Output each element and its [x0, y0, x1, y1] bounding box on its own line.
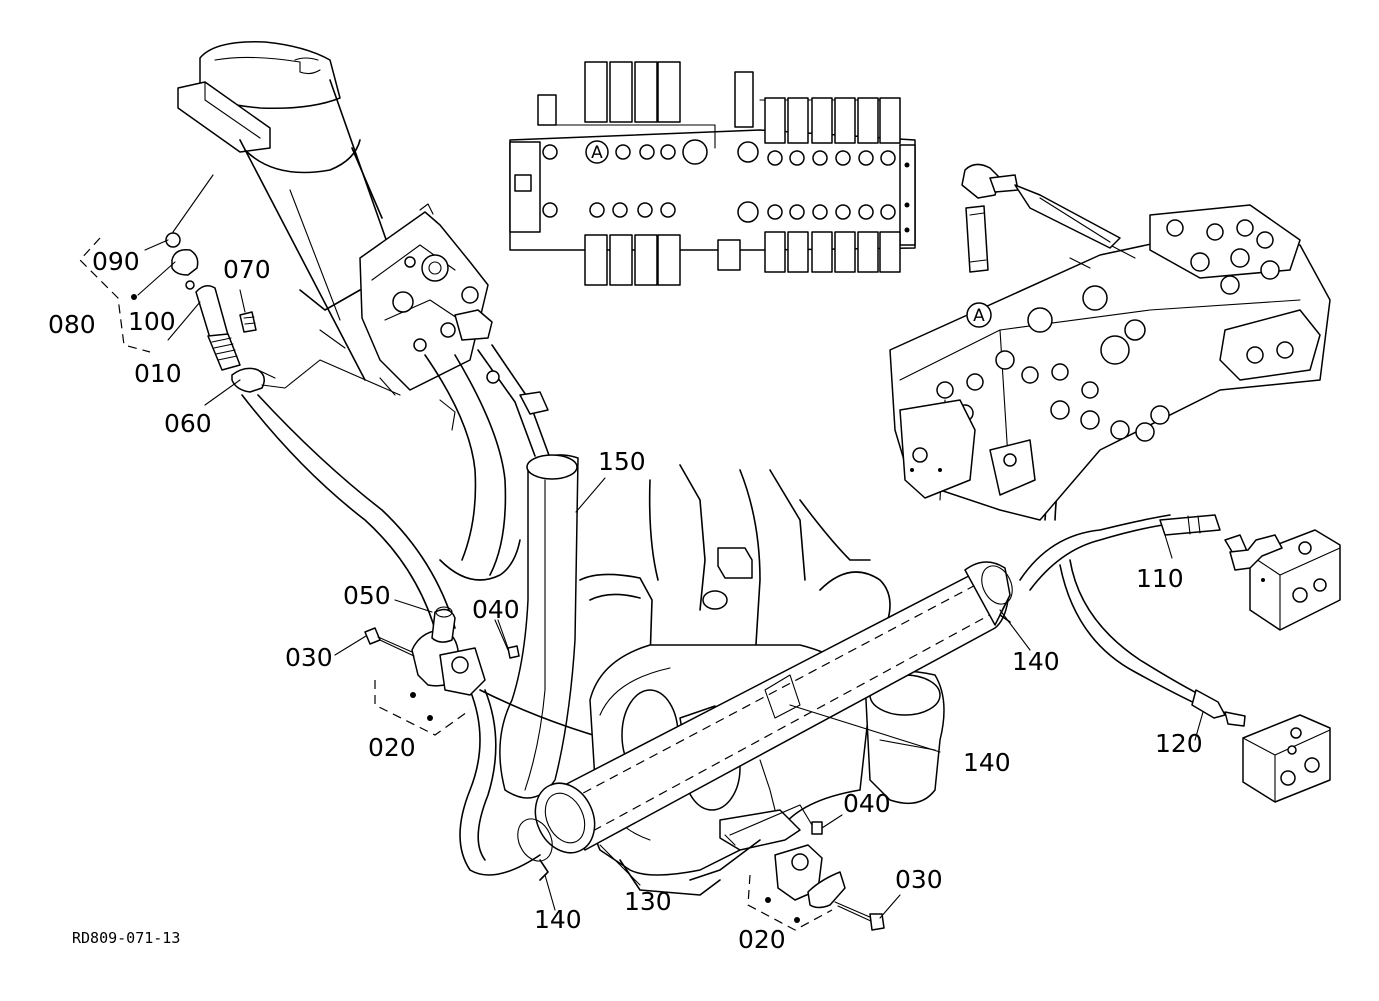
control-valve-isometric: A	[889, 163, 1331, 521]
boom-arm-structure	[177, 41, 551, 581]
drawing-reference: RD809-071-13	[72, 929, 180, 947]
detail-marker-a-side: A	[973, 306, 985, 326]
fitting-group-080	[79, 174, 401, 396]
label-140-bottom: 140	[534, 905, 582, 934]
label-150: 150	[598, 447, 646, 476]
label-130: 130	[624, 887, 672, 916]
label-020-right: 020	[738, 925, 786, 954]
label-030-left: 030	[285, 643, 333, 672]
detail-marker-a-top: A	[591, 143, 603, 163]
label-040-left: 040	[472, 595, 520, 624]
clamp-assembly-left	[364, 606, 520, 736]
label-100: 100	[128, 307, 176, 336]
label-110: 110	[1136, 564, 1184, 593]
label-090: 090	[92, 247, 140, 276]
label-010: 010	[134, 359, 182, 388]
label-070: 070	[223, 255, 271, 284]
part-labels: 090 080 100 070 010 060 050 030 040 020 …	[48, 247, 1203, 954]
label-140-mid: 140	[963, 748, 1011, 777]
control-valve-top: A	[509, 61, 916, 286]
label-030-right: 030	[895, 865, 943, 894]
label-120: 120	[1155, 729, 1203, 758]
label-020-left: 020	[368, 733, 416, 762]
clamp-assembly-right	[724, 804, 885, 931]
label-050: 050	[343, 581, 391, 610]
clamps-140	[517, 565, 1013, 881]
label-040-right: 040	[843, 789, 891, 818]
leader-lines	[137, 239, 1204, 919]
label-140-right: 140	[1012, 647, 1060, 676]
label-060: 060	[164, 409, 212, 438]
label-080: 080	[48, 310, 96, 339]
manifold-blocks	[1159, 514, 1341, 803]
